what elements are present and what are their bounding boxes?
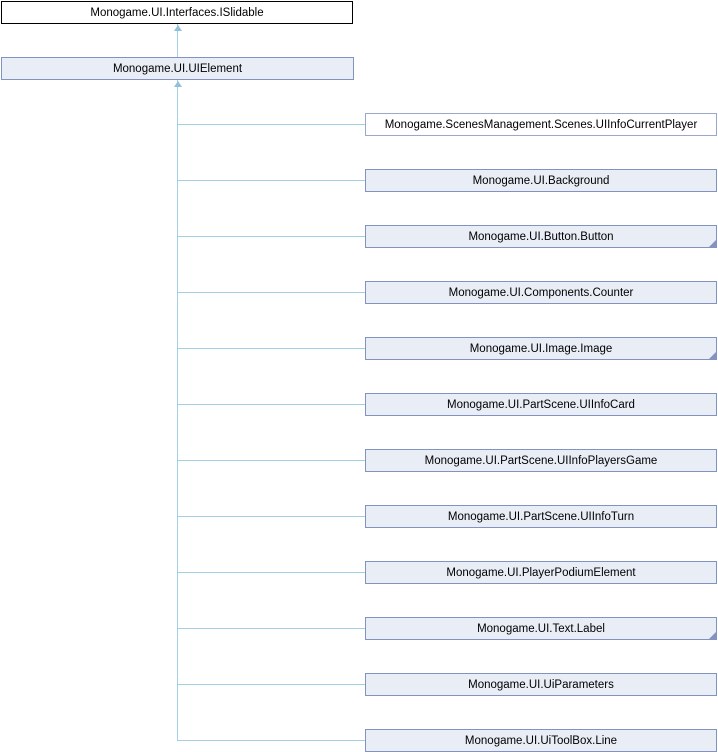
subclass-node-label: Monogame.UI.Image.Image xyxy=(469,342,613,355)
subclass-node-label: Monogame.UI.UiToolBox.Line xyxy=(464,734,618,747)
branch-line xyxy=(177,236,365,237)
subclass-node[interactable]: Monogame.UI.PlayerPodiumElement xyxy=(365,561,717,584)
subclass-node[interactable]: Monogame.UI.Button.Button xyxy=(365,225,717,248)
subclass-node[interactable]: Monogame.UI.PartScene.UIInfoPlayersGame xyxy=(365,449,717,472)
subclass-node-label: Monogame.UI.PartScene.UIInfoTurn xyxy=(447,510,635,523)
connector-line-root xyxy=(177,24,178,57)
subclass-node-label: Monogame.UI.Components.Counter xyxy=(448,286,634,299)
branch-line xyxy=(177,516,365,517)
branch-line xyxy=(177,628,365,629)
branch-line xyxy=(177,180,365,181)
subclass-node-label: Monogame.UI.PartScene.UIInfoCard xyxy=(447,398,635,411)
subclass-node[interactable]: Monogame.UI.Text.Label xyxy=(365,617,717,640)
subclass-node-label: Monogame.UI.Background xyxy=(472,174,610,187)
subclass-node-label: Monogame.UI.Text.Label xyxy=(477,622,605,635)
has-subclasses-corner-icon xyxy=(709,240,716,247)
subclass-node[interactable]: Monogame.UI.Background xyxy=(365,169,717,192)
arrowhead-up-parent-icon xyxy=(174,81,182,87)
has-subclasses-corner-icon xyxy=(709,632,716,639)
branch-line xyxy=(177,572,365,573)
subclass-node[interactable]: Monogame.ScenesManagement.Scenes.UIInfoC… xyxy=(365,113,717,136)
subclass-node-label: Monogame.UI.PlayerPodiumElement xyxy=(446,566,636,579)
subclass-node[interactable]: Monogame.UI.UiParameters xyxy=(365,673,717,696)
branch-line xyxy=(177,740,365,741)
branch-line xyxy=(177,460,365,461)
subclass-node-label: Monogame.UI.UiParameters xyxy=(468,678,614,691)
subclass-node-label: Monogame.UI.PartScene.UIInfoPlayersGame xyxy=(424,454,658,467)
subclass-node-label: Monogame.ScenesManagement.Scenes.UIInfoC… xyxy=(384,118,698,131)
subclass-node[interactable]: Monogame.UI.PartScene.UIInfoCard xyxy=(365,393,717,416)
branch-line xyxy=(177,124,365,125)
branch-line xyxy=(177,292,365,293)
subclass-node[interactable]: Monogame.UI.PartScene.UIInfoTurn xyxy=(365,505,717,528)
subclass-node[interactable]: Monogame.UI.UiToolBox.Line xyxy=(365,729,717,752)
arrowhead-up-root-icon xyxy=(174,25,182,31)
branch-line xyxy=(177,404,365,405)
subclass-node[interactable]: Monogame.UI.Components.Counter xyxy=(365,281,717,304)
branch-line xyxy=(177,684,365,685)
subclass-node[interactable]: Monogame.UI.Image.Image xyxy=(365,337,717,360)
subclass-node-label: Monogame.UI.Button.Button xyxy=(468,230,614,243)
node-uielement-label: Monogame.UI.UIElement xyxy=(112,62,243,75)
node-islidable[interactable]: Monogame.UI.Interfaces.ISlidable xyxy=(1,1,353,24)
branch-line xyxy=(177,348,365,349)
node-islidable-label: Monogame.UI.Interfaces.ISlidable xyxy=(90,6,264,19)
connector-trunk-line xyxy=(177,80,178,741)
has-subclasses-corner-icon xyxy=(709,352,716,359)
node-uielement[interactable]: Monogame.UI.UIElement xyxy=(1,57,354,80)
